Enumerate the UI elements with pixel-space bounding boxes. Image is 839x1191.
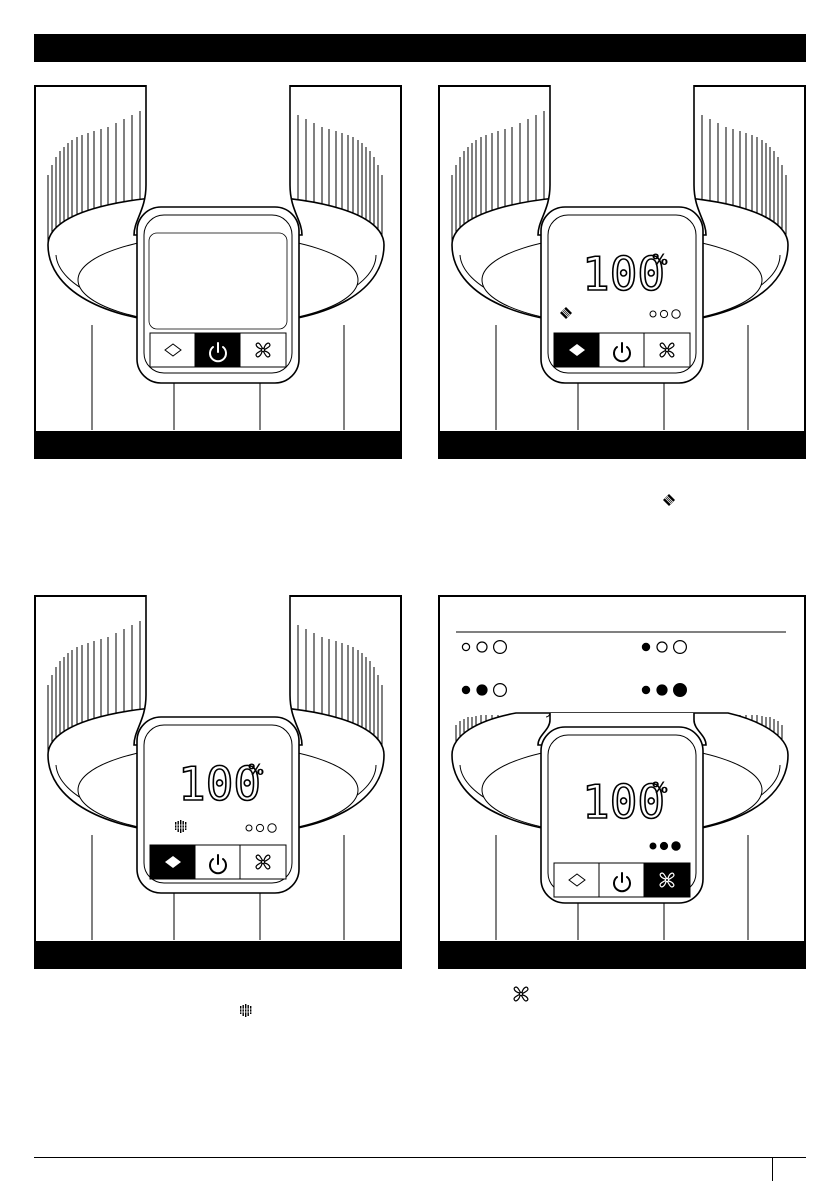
speed-indicator (650, 842, 680, 850)
footer-rule (34, 1157, 806, 1158)
fan-icon (510, 983, 532, 1005)
auto-mode-icon (658, 490, 680, 510)
display-unit: % (652, 778, 668, 797)
display-unit: % (248, 760, 264, 779)
purifier-illustration: 100 % (438, 595, 806, 969)
display-unit: % (652, 250, 668, 269)
illustration-panel-sleep-mode: 100 % (34, 595, 402, 969)
illustration-panel-auto-mode: 100 % (438, 85, 806, 459)
purifier-illustration: 100 % (34, 595, 402, 969)
purifier-illustration: 100 % (438, 85, 806, 459)
speed-indicator (650, 310, 680, 318)
footer-divider (772, 1157, 773, 1181)
section-header-bar (34, 34, 806, 62)
illustration-panel-fan-speed: 100 % (438, 595, 806, 969)
illustration-panel-standby (34, 85, 402, 459)
sleep-mode-icon (237, 1002, 255, 1020)
speed-indicator (246, 824, 276, 832)
purifier-illustration (34, 85, 402, 459)
